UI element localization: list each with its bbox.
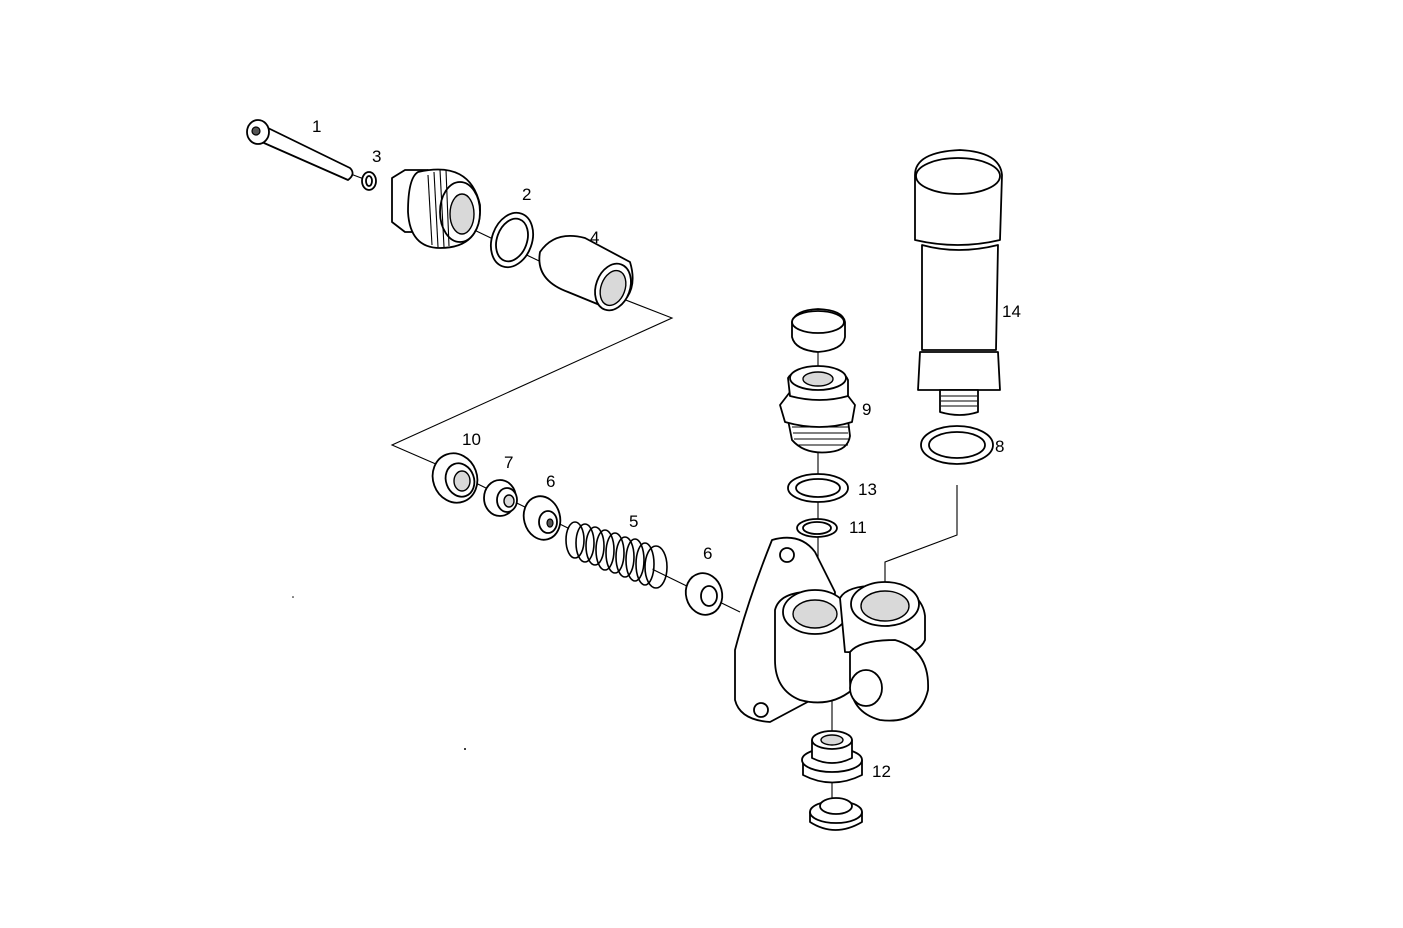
stray-dot (292, 596, 294, 598)
part-6a-washer (522, 495, 562, 541)
callout-2: 2 (522, 185, 531, 204)
part-3-small-ring (361, 171, 377, 191)
callout-6a: 6 (546, 472, 555, 491)
callout-6b: 6 (703, 544, 712, 563)
callout-3: 3 (372, 147, 381, 166)
callout-5: 5 (629, 512, 638, 531)
part-4-sleeve (538, 234, 634, 312)
callout-12: 12 (872, 762, 891, 781)
part-1-bolt (246, 119, 354, 181)
callout-4: 4 (590, 228, 599, 247)
part-11-washer (796, 518, 838, 538)
pump-housing (734, 536, 929, 723)
callout-8: 8 (995, 437, 1004, 456)
part-6b-washer (684, 572, 724, 616)
top-dust-cap (791, 308, 846, 353)
part-14-hand-primer (914, 149, 1003, 416)
bottom-dust-cap (809, 797, 863, 831)
part-5-spring (565, 521, 668, 589)
callout-14: 14 (1002, 302, 1021, 321)
threaded-fitting (391, 168, 481, 249)
part-13-washer (787, 473, 849, 503)
callout-7: 7 (504, 453, 513, 472)
callout-13: 13 (858, 480, 877, 499)
callout-9: 9 (862, 400, 871, 419)
callout-1: 1 (312, 117, 321, 136)
stray-dot (464, 748, 466, 750)
part-9-hex-union (779, 365, 856, 454)
callout-11: 11 (849, 518, 867, 537)
callout-labels: 1 3 2 4 10 7 6 5 6 9 13 11 14 8 12 (312, 117, 1021, 781)
part-2-gasket-ring (490, 211, 534, 269)
part-8-washer (920, 425, 994, 465)
part-7-valve (483, 479, 518, 517)
part-12-plug-screw (801, 730, 863, 784)
callout-10: 10 (462, 430, 481, 449)
part-10-seal-cap (431, 452, 479, 504)
